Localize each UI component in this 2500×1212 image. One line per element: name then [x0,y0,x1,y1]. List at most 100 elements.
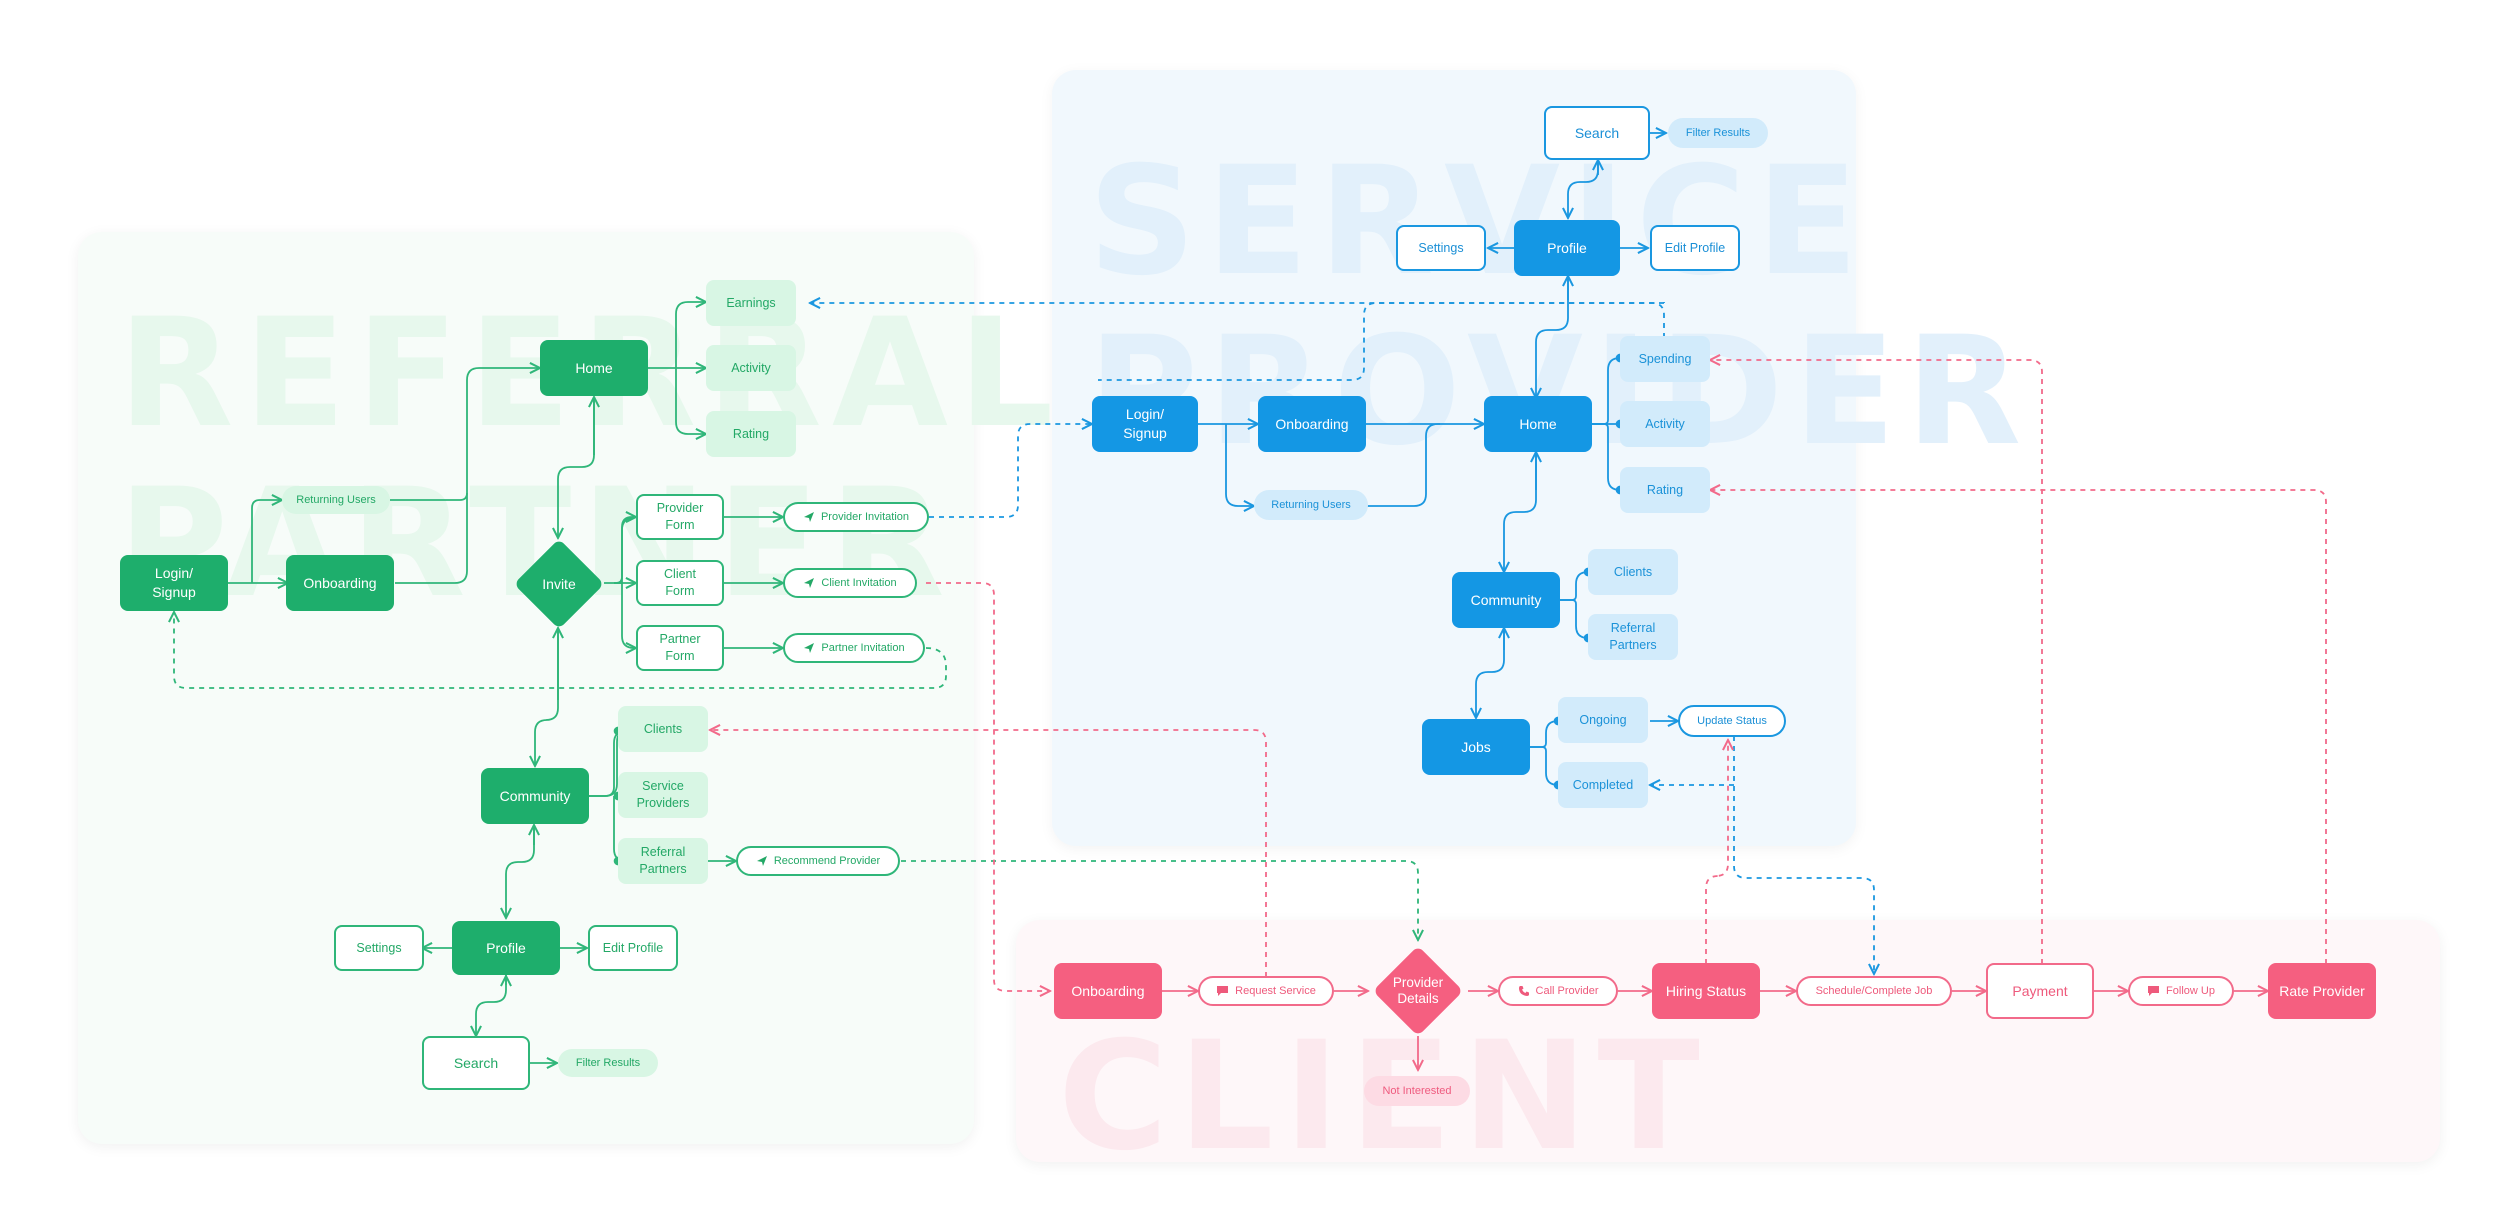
provider-search-node[interactable]: Search [1544,106,1650,160]
schedule-complete-job-label: Schedule/Complete Job [1815,984,1933,997]
provider-settings-label: Settings [1418,240,1464,255]
provider-edit-profile-label: Edit Profile [1664,240,1726,255]
provider-returning-users-label: Returning Users [1271,498,1351,511]
payment-label: Payment [2012,982,2068,999]
provider-ongoing-node[interactable]: Ongoing [1558,697,1648,743]
recommend-provider-node[interactable]: Recommend Provider [736,846,900,876]
provider-returning-users-node[interactable]: Returning Users [1254,490,1368,520]
referral-earnings-node[interactable]: Earnings [706,280,796,326]
referral-community-node[interactable]: Community [481,768,589,824]
provider-activity-label: Activity [1645,416,1685,431]
provider-home-node[interactable]: Home [1484,396,1592,452]
send-icon [756,855,768,867]
referral-onboarding-label: Onboarding [303,574,377,591]
client-form-label: Client Form [664,567,696,598]
provider-referral-partners-node[interactable]: Referral Partners [1588,614,1678,660]
call-provider-label: Call Provider [1535,984,1599,997]
provider-filter-results-node[interactable]: Filter Results [1668,118,1768,148]
referral-profile-node[interactable]: Profile [452,921,560,975]
referral-activity-node[interactable]: Activity [706,345,796,391]
provider-rating-label: Rating [1646,482,1684,497]
referral-filter-results-label: Filter Results [575,1056,641,1069]
referral-partner-panel [78,232,974,1144]
client-onboarding-node[interactable]: Onboarding [1054,963,1162,1019]
call-provider-node[interactable]: Call Provider [1498,976,1618,1006]
not-interested-node[interactable]: Not Interested [1364,1076,1470,1106]
provider-community-label: Community [1470,591,1542,608]
provider-completed-node[interactable]: Completed [1558,762,1648,808]
update-status-node[interactable]: Update Status [1678,705,1786,737]
provider-login-signup-node[interactable]: Login/ Signup [1092,396,1198,452]
follow-up-node[interactable]: Follow Up [2128,976,2234,1006]
send-icon [803,577,815,589]
provider-spending-node[interactable]: Spending [1620,336,1710,382]
provider-filter-results-label: Filter Results [1685,126,1751,139]
provider-rating-node[interactable]: Rating [1620,467,1710,513]
referral-service-providers-node[interactable]: Service Providers [618,772,708,818]
payment-node[interactable]: Payment [1986,963,2094,1019]
provider-form-label: Provider Form [656,501,704,532]
provider-settings-node[interactable]: Settings [1396,225,1486,271]
request-service-label: Request Service [1235,984,1316,997]
partner-invitation-node[interactable]: Partner Invitation [783,633,925,663]
provider-form-node[interactable]: Provider Form [636,494,724,540]
hiring-status-node[interactable]: Hiring Status [1652,963,1760,1019]
referral-service-providers-label: Service Providers [636,779,690,810]
referral-settings-node[interactable]: Settings [334,925,424,971]
referral-onboarding-node[interactable]: Onboarding [286,555,394,611]
referral-search-node[interactable]: Search [422,1036,530,1090]
chat-icon [2147,985,2160,997]
referral-rating-node[interactable]: Rating [706,411,796,457]
client-form-node[interactable]: Client Form [636,560,724,606]
referral-edit-profile-label: Edit Profile [602,940,664,955]
partner-form-node[interactable]: Partner Form [636,625,724,671]
schedule-complete-job-node[interactable]: Schedule/Complete Job [1796,976,1952,1006]
referral-filter-results-node[interactable]: Filter Results [558,1049,658,1077]
provider-referral-partners-label: Referral Partners [1609,621,1657,652]
provider-jobs-node[interactable]: Jobs [1422,719,1530,775]
recommend-provider-label: Recommend Provider [773,854,881,867]
referral-community-label: Community [499,787,571,804]
partner-form-label: Partner Form [659,632,701,663]
referral-search-label: Search [453,1054,499,1071]
phone-icon [1518,985,1530,997]
referral-edit-profile-node[interactable]: Edit Profile [588,925,678,971]
referral-login-signup-node[interactable]: Login/ Signup [120,555,228,611]
referral-profile-label: Profile [486,939,526,956]
send-icon [803,642,815,654]
provider-ongoing-label: Ongoing [1579,712,1627,727]
client-invitation-node[interactable]: Client Invitation [783,568,917,598]
client-panel [1016,920,2440,1162]
provider-details-label: Provider Details [1392,974,1444,1006]
provider-edit-profile-node[interactable]: Edit Profile [1650,225,1740,271]
client-onboarding-label: Onboarding [1071,982,1145,999]
provider-profile-node[interactable]: Profile [1514,220,1620,276]
provider-search-label: Search [1574,124,1620,141]
referral-returning-users-node[interactable]: Returning Users [282,486,390,514]
referral-home-node[interactable]: Home [540,340,648,396]
provider-invitation-node[interactable]: Provider Invitation [783,502,929,532]
referral-clients-node[interactable]: Clients [618,706,708,752]
update-status-label: Update Status [1697,714,1767,727]
referral-home-label: Home [575,359,613,376]
provider-onboarding-node[interactable]: Onboarding [1258,396,1366,452]
partner-invitation-label: Partner Invitation [821,641,905,654]
referral-referral-partners-label: Referral Partners [639,845,687,876]
provider-jobs-label: Jobs [1461,738,1491,755]
provider-clients-label: Clients [1613,564,1653,579]
chat-icon [1216,985,1229,997]
service-provider-watermark: SERVICE PROVIDER [1088,135,2032,479]
rate-provider-node[interactable]: Rate Provider [2268,963,2376,1019]
client-invitation-label: Client Invitation [821,576,897,589]
referral-referral-partners-node[interactable]: Referral Partners [618,838,708,884]
referral-earnings-label: Earnings [726,295,776,310]
not-interested-label: Not Interested [1382,1084,1452,1097]
provider-clients-node[interactable]: Clients [1588,549,1678,595]
referral-rating-label: Rating [732,426,770,441]
provider-activity-node[interactable]: Activity [1620,401,1710,447]
referral-returning-users-label: Returning Users [296,493,376,506]
provider-community-node[interactable]: Community [1452,572,1560,628]
request-service-node[interactable]: Request Service [1198,976,1334,1006]
provider-spending-label: Spending [1638,351,1692,366]
